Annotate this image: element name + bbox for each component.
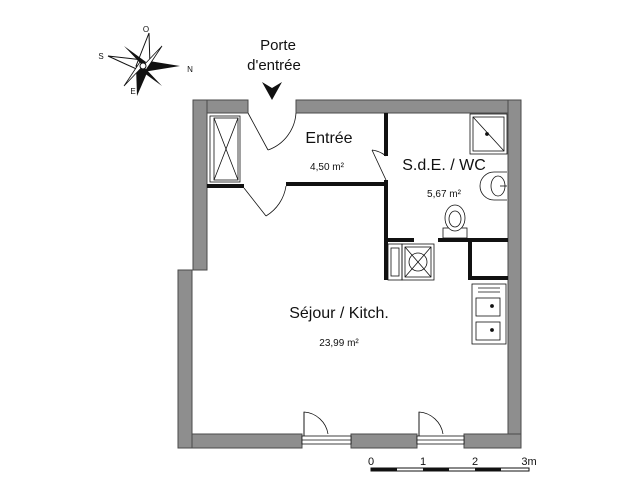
room-area-entree: 4,50 m² [310,162,345,173]
bathroom-door [371,149,387,181]
room-name-sde: S.d.E. / WC [402,157,486,174]
room-name-sejour: Séjour / Kitch. [289,305,389,322]
entrance-label-line2: d'entrée [247,57,301,74]
kitchen-sink [471,283,507,345]
compass-north-label: O [143,25,149,34]
room-name-entree: Entrée [305,130,352,147]
technical-duct [387,243,435,281]
toilet [442,204,468,239]
interior-walls [207,113,508,280]
entrance-arrow-icon [262,82,282,100]
room-area-sde: 5,67 m² [427,189,462,200]
window-right [416,411,465,445]
scale-tick-0: 0 [368,456,374,468]
entrance-label-line1: Porte [260,37,296,54]
compass-west-label: S [98,52,103,61]
front-door [247,112,297,151]
compass-east-label: N [187,65,193,74]
scale-tick-2: 2 [472,456,478,468]
washbasin [479,171,507,201]
entry-living-door [243,185,287,217]
scale-tick-1: 1 [420,456,426,468]
shower-tray [469,113,508,155]
scale-bar [370,467,530,472]
entry-closet [209,115,241,183]
room-area-sejour: 23,99 m² [319,338,359,349]
compass-south-label: E [130,87,135,96]
outer-walls [177,99,522,449]
window-left [301,411,352,445]
scale-tick-3: 3m [521,456,536,468]
compass-rose-icon [107,32,180,96]
